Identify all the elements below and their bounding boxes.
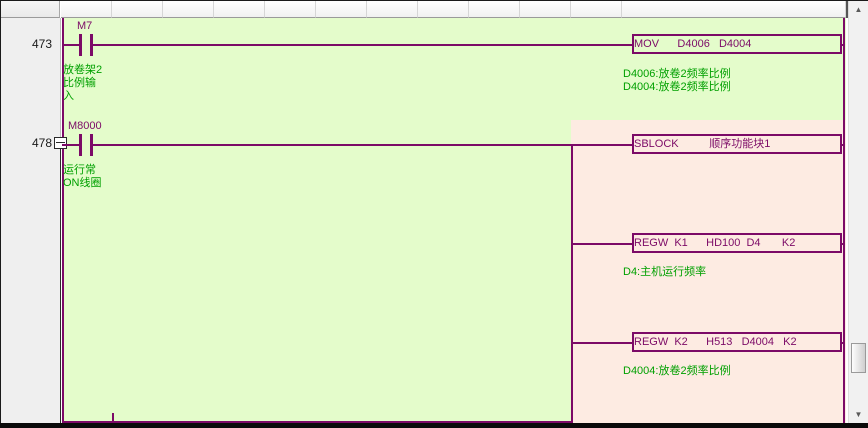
rung-number: 478 [31,136,52,150]
regw1-instruction-box[interactable]: REGW K1 HD100 D4 K2 [632,233,842,253]
branch-stub-wire [573,243,632,245]
no-contact-right-bar[interactable] [90,34,93,56]
scroll-up-button[interactable]: ▲ [849,1,868,18]
rung-number: 473 [31,37,52,51]
sblock-instruction-box[interactable]: SBLOCK 顺序功能块1 [632,134,842,154]
header-grid-cell [316,1,367,18]
rung-number-column [1,18,61,423]
function-block-extent-line [60,149,61,423]
header-end-divider [846,1,848,18]
contact-comment: 放卷架2 比例输 入 [63,64,103,102]
rung-wire [93,44,632,46]
contact-device-label: M8000 [68,120,102,132]
instruction-operand-comment: D4006:放卷2频率比例 [623,68,731,80]
header-grid-cell [520,1,571,18]
contact-comment: 运行常 ON线圈 [63,164,102,189]
no-contact-left-bar[interactable] [79,134,82,156]
header-grid-cell-wide [622,1,846,18]
right-power-rail [843,18,845,423]
no-contact-left-bar[interactable] [79,34,82,56]
canvas-scrollbar-gap [846,18,848,423]
vertical-scrollbar[interactable]: ▲ ▼ [848,1,868,423]
mov-instruction-box[interactable]: MOV D4006 D4004 [632,34,842,54]
header-grid-cell [418,1,469,18]
next-rung-wire-partial [62,421,571,423]
contact-device-label: M7 [77,20,93,32]
instruction-operand-comment: D4004:放卷2频率比例 [623,365,731,377]
scroll-down-icon: ▼ [854,410,863,419]
no-contact-right-bar[interactable] [90,134,93,156]
rung-wire [841,144,845,146]
rung-wire [62,144,79,146]
scrollbar-thumb[interactable] [851,343,866,373]
header-grid-cell [214,1,265,18]
next-rung-contact-stub [112,413,114,421]
header-grid-cell [61,1,112,18]
rung-wire [93,144,632,146]
collapse-toggle-icon[interactable] [54,137,67,149]
header-grid-cell [571,1,622,18]
header-grid-cell [469,1,520,18]
header-grid-cell [163,1,214,18]
window-bottom-edge [0,423,868,428]
rung-wire [62,44,79,46]
rung-wire [841,342,845,344]
branch-stub-wire [573,342,632,344]
rung-wire [841,44,845,46]
left-power-rail [62,18,64,423]
header-grid-cell [265,1,316,18]
window-top-edge [0,0,868,1]
header-grid-cell [112,1,163,18]
header-grid-cell [367,1,418,18]
header-number-column [1,1,60,18]
branch-line [571,144,573,423]
scroll-down-button[interactable]: ▼ [849,406,868,423]
regw2-instruction-box[interactable]: REGW K2 H513 D4004 K2 [632,332,842,352]
instruction-operand-comment: D4:主机运行频率 [623,266,707,278]
rung-wire [841,243,845,245]
window-left-edge [0,0,1,428]
function-block-section-background [571,120,846,423]
scroll-up-icon: ▲ [854,5,863,14]
instruction-operand-comment: D4004:放卷2频率比例 [623,81,731,93]
